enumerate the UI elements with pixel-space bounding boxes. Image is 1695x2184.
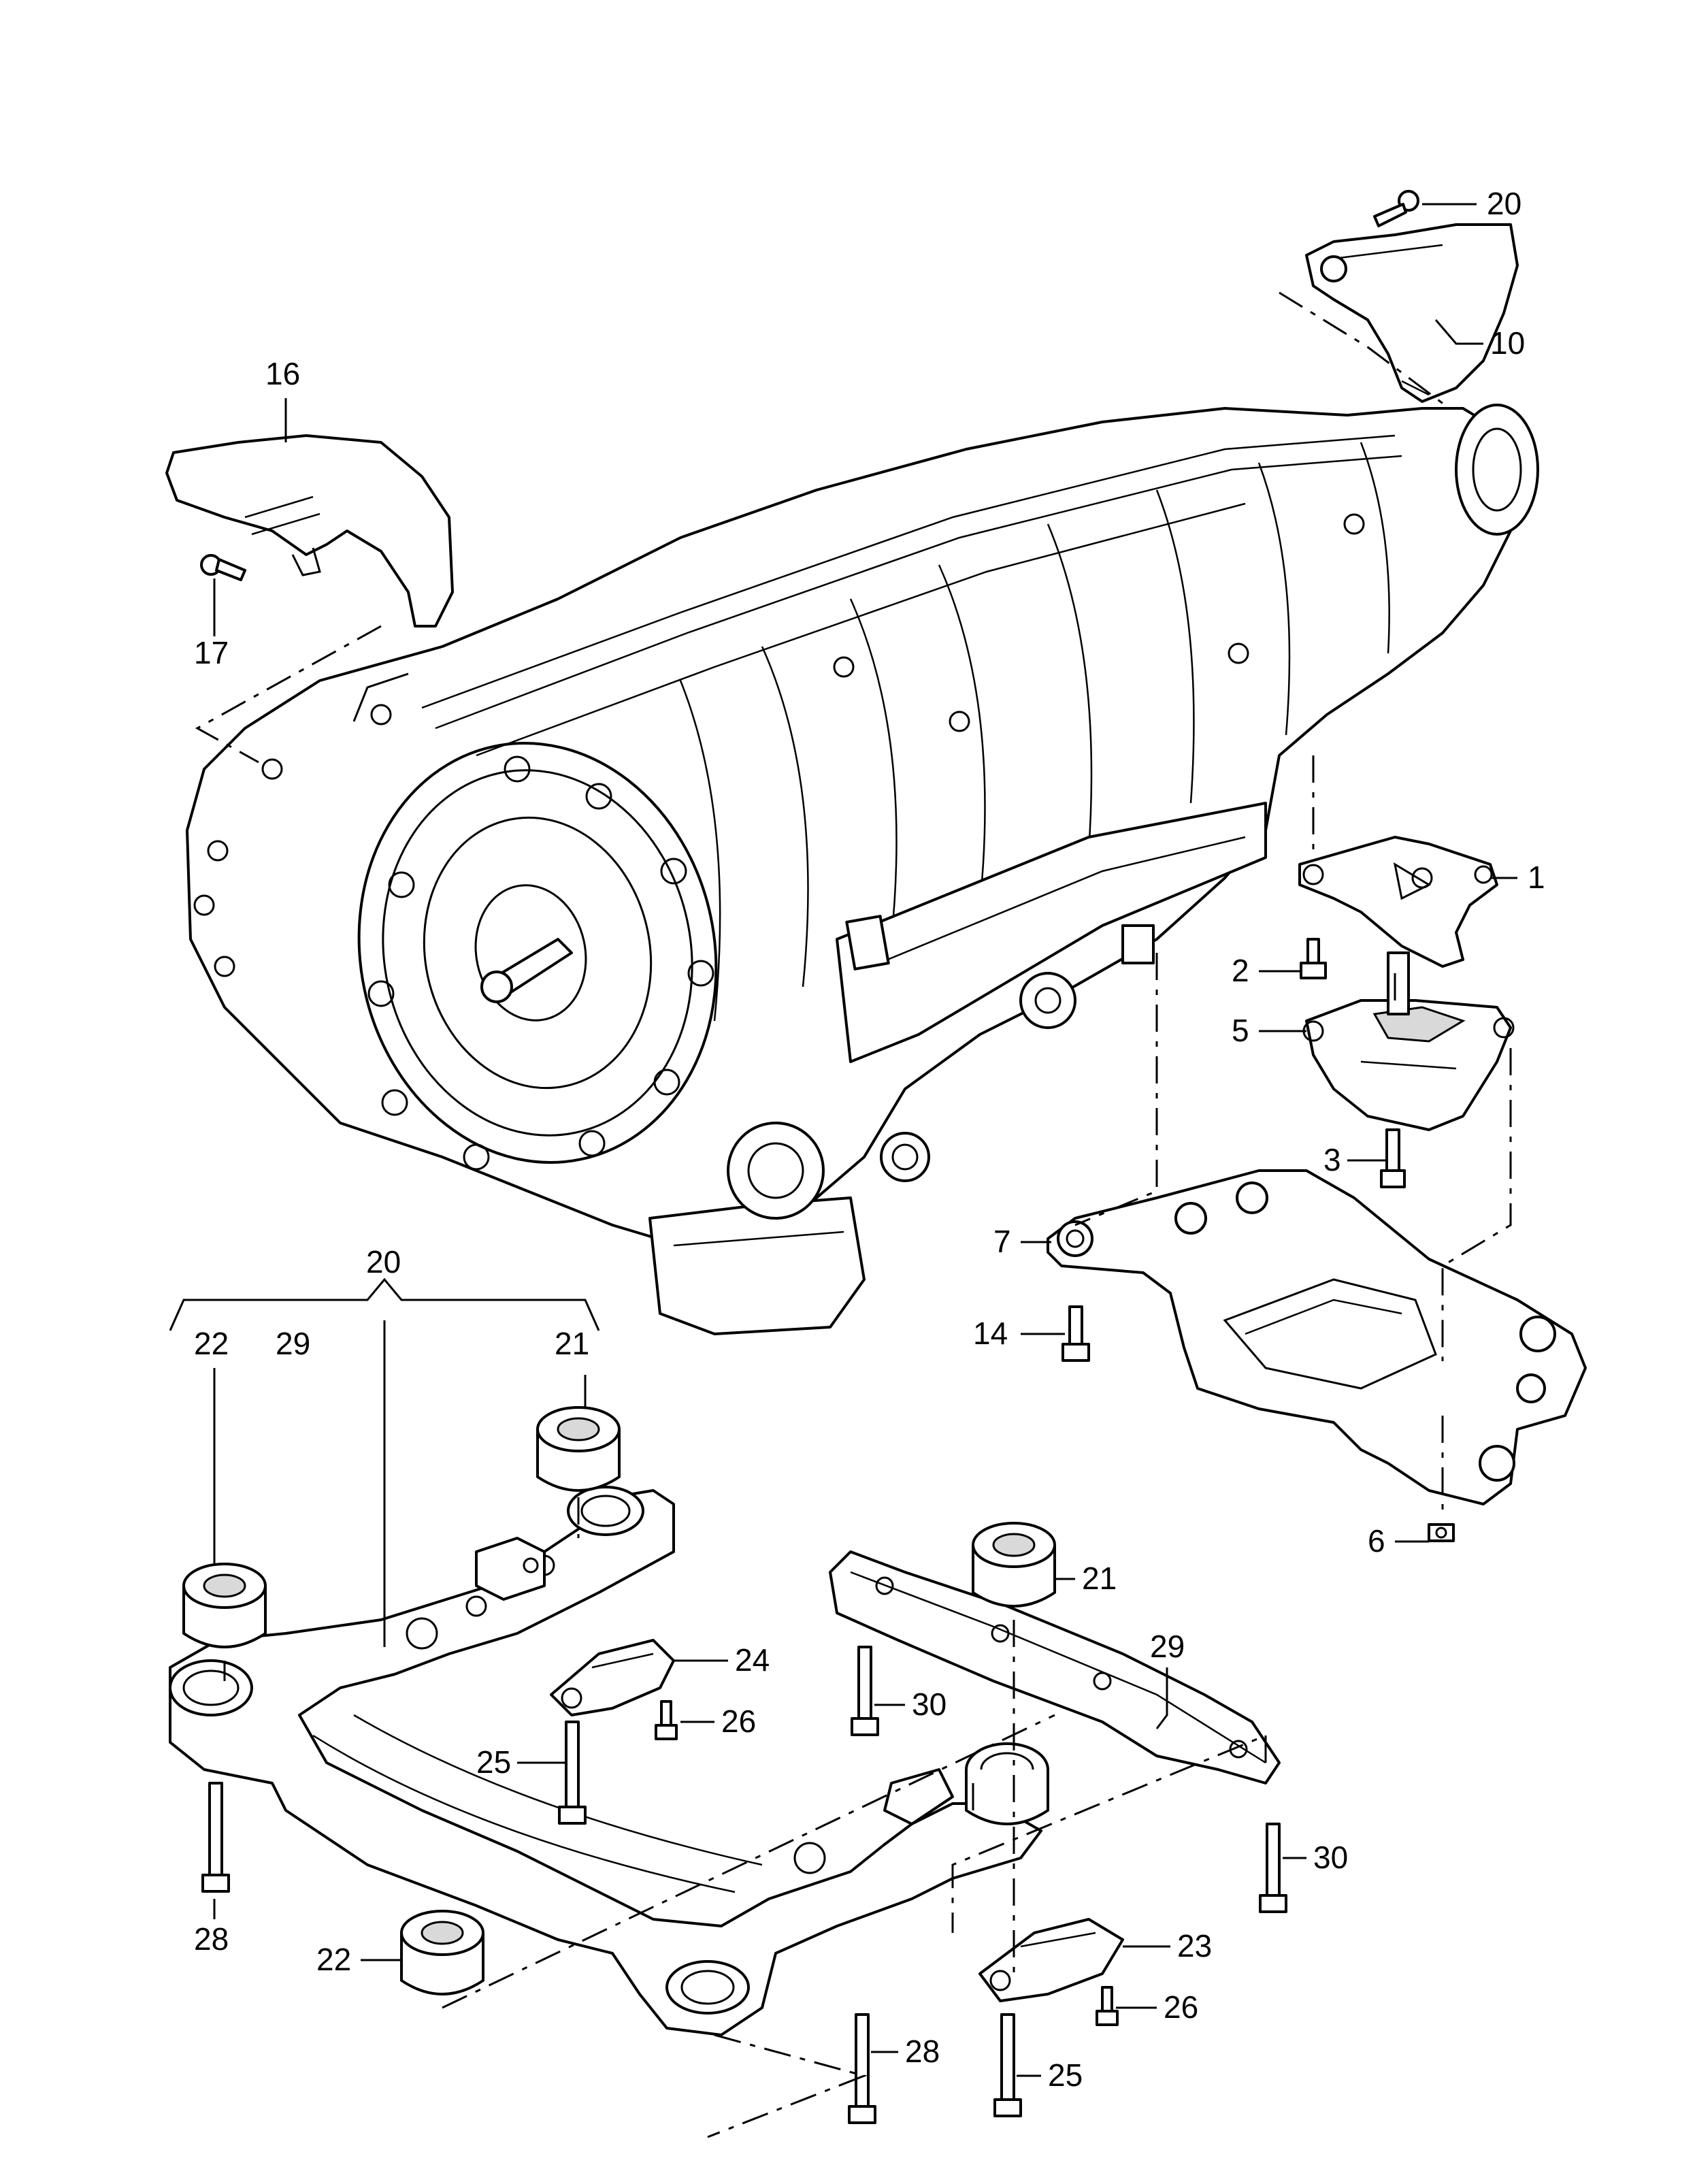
callout-25-lower: 25 — [1048, 2057, 1083, 2093]
callout-1: 1 — [1528, 860, 1545, 895]
bushing-22-lower — [400, 1910, 484, 1995]
rubber-mount-5 — [1302, 951, 1515, 1131]
heat-shield-16 — [165, 434, 454, 628]
assembly-lines — [195, 291, 1512, 2138]
callout-21-lower: 21 — [1082, 1561, 1117, 1596]
transmission-assembly — [186, 404, 1539, 1335]
bolt-25-lower — [993, 2013, 1022, 2117]
bushing-21-lower — [972, 1522, 1056, 1608]
bracket-24 — [550, 1639, 675, 1716]
callout-17: 17 — [194, 635, 229, 670]
callout-labels: 20 10 16 17 1 2 5 3 7 14 6 20 22 29 21 2… — [194, 186, 1545, 2093]
callout-28-upper: 28 — [194, 1921, 229, 1957]
callout-29-upper: 29 — [276, 1326, 310, 1361]
bolt-14 — [1062, 1305, 1090, 1362]
bolt-3 — [1380, 1128, 1406, 1188]
callout-6: 6 — [1368, 1523, 1385, 1559]
bolt-26-lower — [1096, 1986, 1119, 2026]
callout-30-upper: 30 — [912, 1686, 947, 1722]
bolt-30-upper — [851, 1646, 879, 1736]
bolt-2 — [1300, 938, 1327, 979]
bolt-11 — [1373, 190, 1419, 227]
callout-22-lower: 22 — [316, 1942, 351, 1977]
callout-20: 20 — [366, 1244, 401, 1280]
callout-24: 24 — [735, 1642, 770, 1678]
callout-7: 7 — [993, 1224, 1011, 1259]
callout-11: 20 — [1487, 186, 1521, 221]
callout-16: 16 — [265, 356, 300, 391]
bolt-30-lower — [1259, 1823, 1287, 1913]
bracket-23 — [978, 1918, 1124, 2002]
callout-2: 2 — [1232, 953, 1249, 988]
nut-6 — [1428, 1523, 1455, 1542]
callout-30-lower: 30 — [1313, 1840, 1348, 1875]
callout-22-upper: 22 — [194, 1326, 229, 1361]
bolt-25-upper — [558, 1721, 587, 1825]
callout-10: 10 — [1490, 325, 1525, 361]
callout-26-lower: 26 — [1164, 1989, 1198, 2025]
heat-shield-10 — [1305, 223, 1519, 403]
bolt-26-upper — [655, 1700, 678, 1740]
callout-26-upper: 26 — [721, 1704, 756, 1739]
bushing-22-upper — [182, 1563, 267, 1648]
bolt-28-lower — [848, 2013, 876, 2124]
mount-bracket-1 — [1298, 836, 1498, 968]
callout-29-lower: 29 — [1150, 1629, 1185, 1664]
bushing-21-upper — [536, 1406, 621, 1492]
callout-5: 5 — [1232, 1013, 1249, 1048]
bolt-17 — [200, 554, 246, 581]
subframe-20 — [169, 1486, 1049, 2036]
callout-21-upper: 21 — [555, 1326, 589, 1361]
callout-14: 14 — [973, 1316, 1008, 1351]
callout-28-lower: 28 — [905, 2034, 940, 2069]
callout-leaders — [169, 203, 1517, 2077]
callout-23: 23 — [1177, 1928, 1212, 1963]
callout-3: 3 — [1323, 1142, 1341, 1177]
callout-25-upper: 25 — [476, 1744, 511, 1780]
bell-housing-bolt-holes — [367, 755, 714, 1171]
bolt-28-upper — [201, 1782, 230, 1893]
crossmember-7 — [1047, 1169, 1587, 1505]
